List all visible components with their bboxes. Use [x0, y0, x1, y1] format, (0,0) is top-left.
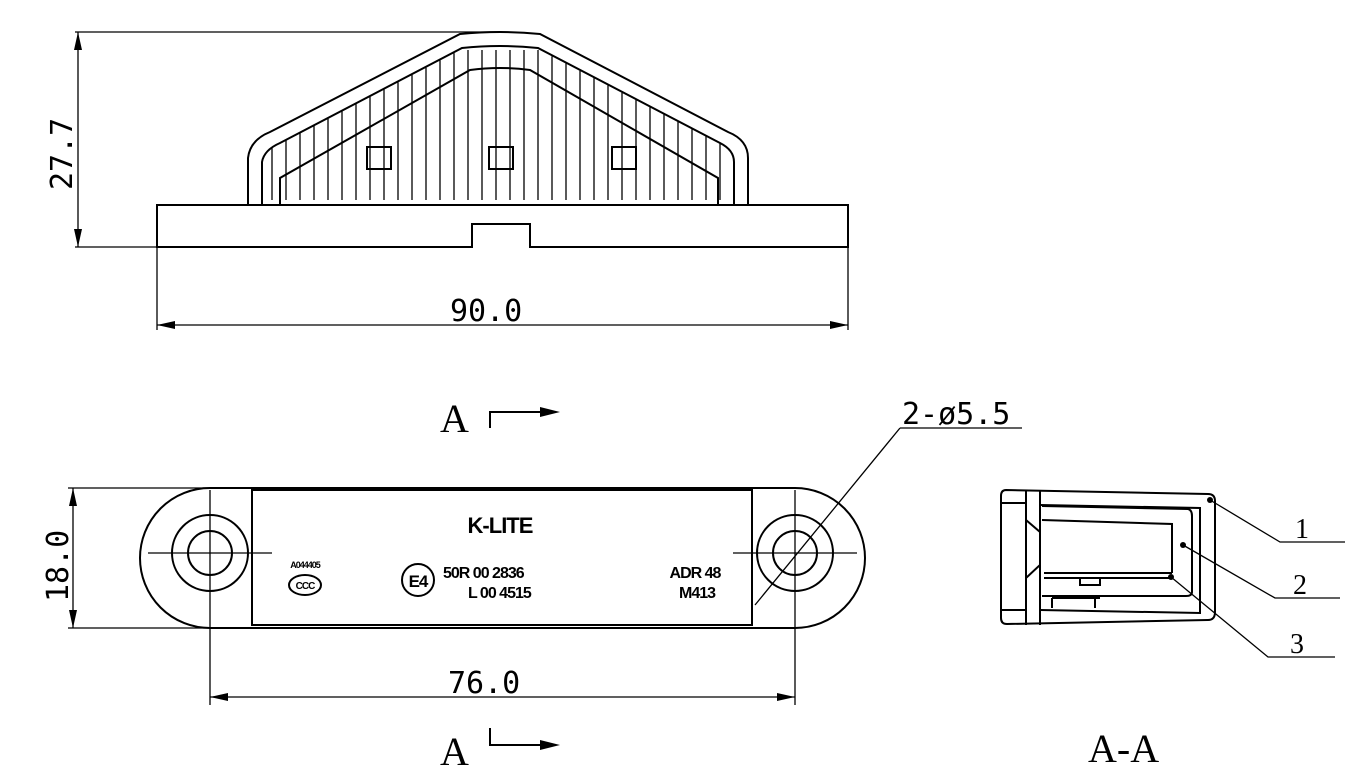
section-arrow: [489, 728, 545, 746]
dimension-height: 27.7: [45, 118, 80, 190]
adr-line-2: M413: [679, 585, 716, 602]
clip: [611, 146, 637, 170]
callout-leader: [1209, 499, 1345, 543]
pcb-section: [1044, 572, 1172, 608]
e-mark-icon: [401, 563, 435, 597]
brand-label: K-LITE: [468, 513, 533, 538]
section-marker-top: A: [440, 396, 469, 441]
section-outline: [1000, 488, 1216, 626]
section-title: A-A: [1088, 726, 1159, 771]
dimension-hole-spacing: 76.0: [448, 666, 520, 701]
clip: [366, 146, 392, 170]
dimension-width: 18.0: [41, 530, 76, 602]
arrow-icon: [540, 740, 560, 750]
callout-leader: [1182, 544, 1340, 599]
lens-section: [1041, 505, 1193, 597]
top-view: K-LITE A044405 CCC E4 50R 00 2836 L 00 4…: [41, 397, 1022, 705]
cavity: [1041, 519, 1173, 573]
inner-wall: [1039, 504, 1201, 615]
clip: [488, 146, 514, 170]
approval-line-1: 50R 00 2836: [443, 565, 525, 582]
section-arrow: [489, 411, 545, 428]
label-plate: [251, 489, 753, 626]
lens-inner: [261, 45, 735, 205]
callout-leader: [1170, 576, 1335, 658]
approval-line-2: L 00 4515: [468, 585, 532, 602]
leader-line: [754, 427, 901, 606]
edge: [1025, 519, 1041, 579]
callout-3: 3: [1290, 629, 1304, 660]
callout-1: 1: [1295, 514, 1309, 545]
arrow-icon: [540, 407, 560, 417]
adr-line-1: ADR 48: [670, 565, 722, 582]
e-mark-text: E4: [409, 572, 429, 591]
lens-core: [279, 67, 719, 205]
base-profile: [156, 204, 849, 248]
dimension-length: 90.0: [450, 294, 522, 329]
housing-outline: [139, 487, 866, 629]
cert-number: A044405: [290, 560, 321, 570]
section-marker-bottom: A: [440, 729, 469, 774]
side-view: 27.7 90.0: [45, 31, 849, 330]
dimension-holes: 2-ø5.5: [902, 397, 1010, 432]
ccc-mark-icon: [288, 574, 322, 596]
ccc-mark-text: CCC: [296, 581, 315, 592]
section-view: 1 2 3 A-A: [1000, 488, 1345, 771]
callout-2: 2: [1293, 570, 1307, 601]
lens-ribs: [271, 50, 721, 200]
